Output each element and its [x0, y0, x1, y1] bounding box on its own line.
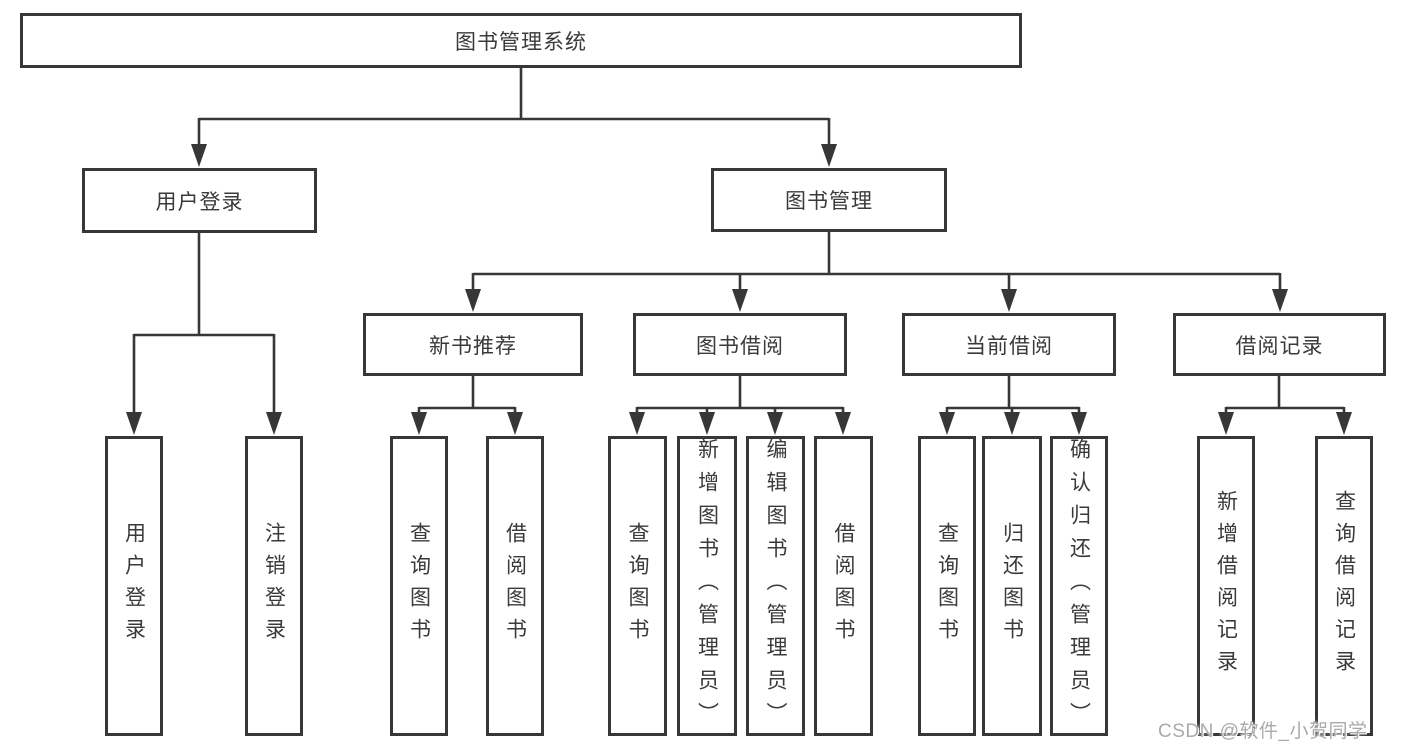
csdn-watermark: CSDN @软件_小贺同学: [1158, 721, 1368, 742]
leaf-query-books-recommend: 查询图书: [390, 436, 448, 736]
leaf-label: 注销登录: [262, 522, 286, 650]
node-root-library-system: 图书管理系统: [20, 13, 1022, 68]
leaf-label: 用户登录: [122, 522, 146, 650]
node-label: 借阅记录: [1235, 334, 1324, 358]
node-current-borrowing: 当前借阅: [902, 313, 1116, 376]
leaf-borrow-books-recommend: 借阅图书: [486, 436, 544, 736]
node-label: 新书推荐: [429, 334, 517, 358]
arrow-down-icon: [699, 412, 715, 435]
leaf-query-books-current: 查询图书: [918, 436, 976, 736]
leaf-add-borrow-record: 新增借阅记录: [1197, 436, 1255, 736]
leaf-label: 新增借阅记录: [1214, 490, 1238, 682]
leaf-return-books: 归还图书: [982, 436, 1042, 736]
arrow-down-icon: [767, 412, 783, 435]
arrow-down-icon: [191, 144, 207, 167]
node-label: 图书管理系统: [455, 30, 587, 54]
leaf-label: 查询借阅记录: [1332, 490, 1356, 682]
node-label: 图书借阅: [696, 334, 784, 358]
arrow-down-icon: [1004, 412, 1020, 435]
node-label: 用户登录: [155, 190, 244, 214]
arrow-down-icon: [1336, 412, 1352, 435]
arrow-down-icon: [835, 412, 851, 435]
leaf-query-borrow-record: 查询借阅记录: [1315, 436, 1373, 736]
leaf-logout: 注销登录: [245, 436, 303, 736]
arrow-down-icon: [629, 412, 645, 435]
leaf-query-books-borrow: 查询图书: [608, 436, 667, 736]
arrow-down-icon: [1071, 412, 1087, 435]
node-label: 图书管理: [785, 190, 873, 213]
node-user-login: 用户登录: [82, 168, 317, 233]
arrow-down-icon: [411, 412, 427, 435]
arrow-down-icon: [507, 412, 523, 435]
arrow-down-icon: [1272, 289, 1288, 312]
node-label: 当前借阅: [965, 334, 1053, 358]
leaf-label: 查询图书: [935, 522, 959, 650]
leaf-user-login: 用户登录: [105, 436, 163, 736]
node-new-book-recommendation: 新书推荐: [363, 313, 583, 376]
leaf-confirm-return-admin: 确认归还（管理员）: [1050, 436, 1108, 736]
leaf-label: 编辑图书（管理员）: [764, 437, 787, 735]
arrow-down-icon: [939, 412, 955, 435]
arrow-down-icon: [266, 412, 282, 435]
node-book-borrowing: 图书借阅: [633, 313, 847, 376]
arrow-down-icon: [732, 289, 748, 312]
leaf-label: 借阅图书: [832, 522, 855, 650]
leaf-label: 查询图书: [626, 522, 649, 650]
leaf-borrow-books: 借阅图书: [814, 436, 873, 736]
leaf-label: 查询图书: [407, 522, 431, 650]
leaf-label: 新增图书（管理员）: [695, 437, 719, 735]
arrow-down-icon: [821, 144, 837, 167]
leaf-add-book-admin: 新增图书（管理员）: [677, 436, 737, 736]
arrow-down-icon: [126, 412, 142, 435]
node-book-management: 图书管理: [711, 168, 947, 232]
arrow-down-icon: [465, 289, 481, 312]
arrow-down-icon: [1001, 289, 1017, 312]
leaf-label: 归还图书: [1000, 522, 1024, 650]
leaf-edit-book-admin: 编辑图书（管理员）: [746, 436, 805, 736]
arrow-down-icon: [1218, 412, 1234, 435]
arrowheads: [126, 144, 1352, 435]
leaf-label: 借阅图书: [503, 522, 527, 650]
node-borrowing-records: 借阅记录: [1173, 313, 1386, 376]
leaf-label: 确认归还（管理员）: [1067, 437, 1091, 735]
